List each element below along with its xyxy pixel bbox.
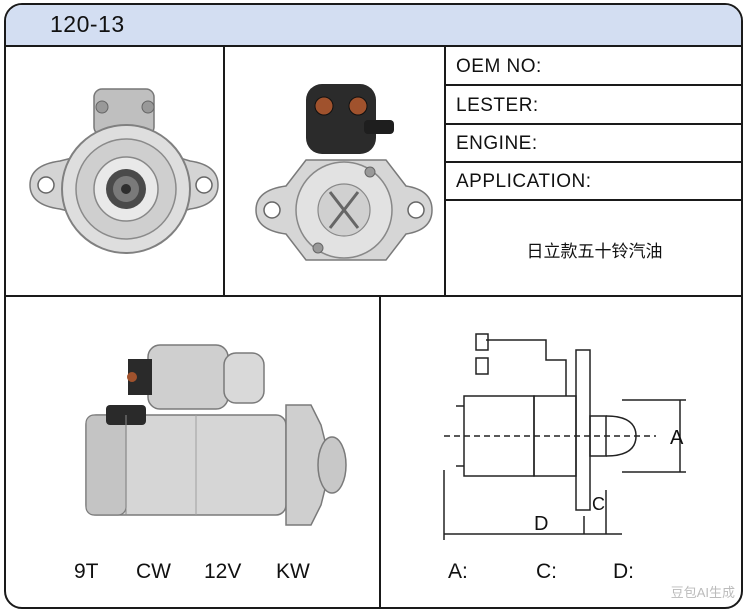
- spec-row-oem-no: OEM NO:: [446, 49, 741, 86]
- starter-rear-view-image: [255, 84, 433, 261]
- voltage: 12V: [204, 560, 242, 583]
- diagram-label-d: D: [534, 513, 548, 535]
- spec-label: OEM NO:: [456, 56, 542, 77]
- spec-label: APPLICATION:: [456, 171, 592, 192]
- dimension-diagram: A C D: [443, 333, 686, 540]
- divider: [444, 45, 446, 297]
- watermark: 豆包AI生成: [670, 585, 735, 600]
- header-bar: 120-13: [6, 5, 741, 47]
- diagram-label-c: C: [592, 494, 605, 514]
- spec-row-engine: ENGINE:: [446, 126, 741, 163]
- model-number: 120-13: [50, 11, 125, 37]
- rotation: CW: [136, 560, 171, 583]
- teeth-count: 9T: [74, 560, 99, 583]
- dimension-d-label: D:: [613, 560, 634, 583]
- application-value: 日立款五十铃汽油: [526, 242, 663, 261]
- starter-side-view-image: [85, 344, 347, 526]
- starter-front-view-image: [29, 88, 219, 254]
- divider: [223, 45, 225, 297]
- diagram-label-a: A: [670, 427, 684, 449]
- product-card: 120-13 OEM NO: LESTE: [4, 3, 743, 609]
- spec-row-lester: LESTER:: [446, 88, 741, 125]
- divider: [379, 295, 381, 607]
- spec-label: LESTER:: [456, 95, 539, 116]
- spec-row-application: APPLICATION:: [446, 164, 741, 201]
- spec-label: ENGINE:: [456, 133, 538, 154]
- dimension-a-label: A:: [448, 560, 468, 583]
- divider: [6, 295, 741, 297]
- power: KW: [276, 560, 310, 583]
- dimension-c-label: C:: [536, 560, 557, 583]
